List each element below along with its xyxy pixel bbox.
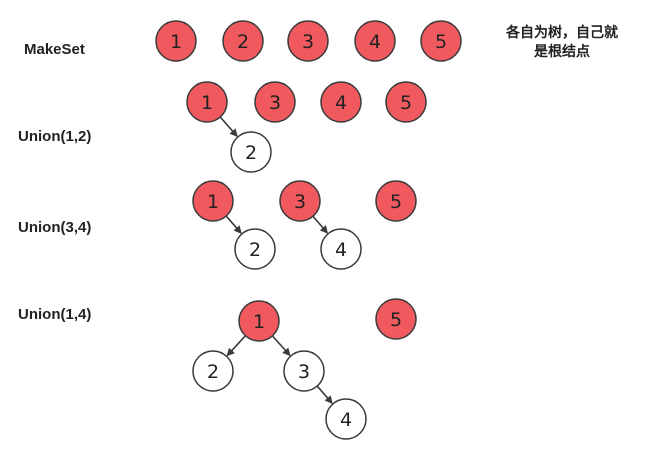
section-label-makeset: MakeSet <box>24 41 85 58</box>
edge-arrow-1-to-2 <box>226 335 247 357</box>
child-node-circle <box>192 350 234 392</box>
root-node-circle <box>222 20 264 62</box>
root-node-circle <box>287 20 329 62</box>
root-node-circle <box>354 20 396 62</box>
node-label: 4 <box>335 239 347 261</box>
nodes-layer: 1 2 3 4 5 1 3 4 5 2 1 3 5 2 4 1 5 2 3 4 <box>155 20 462 440</box>
root-node-circle <box>375 180 417 222</box>
root-node-circle <box>279 180 321 222</box>
tree-node-2: 2 <box>222 20 264 62</box>
edges-layer <box>219 116 333 404</box>
edge-arrow-3-to-4 <box>316 385 333 404</box>
node-label: 5 <box>390 309 402 331</box>
annotation-line-2: 是根结点 <box>534 43 590 60</box>
tree-node-5: 5 <box>375 298 417 340</box>
node-label: 3 <box>298 361 310 383</box>
tree-node-1: 1 <box>192 180 234 222</box>
node-label: 1 <box>207 191 219 213</box>
node-label: 1 <box>201 92 213 114</box>
section-label-union-1-4: Union(1,4) <box>18 306 91 323</box>
node-label: 2 <box>207 361 219 383</box>
node-label: 2 <box>245 142 257 164</box>
child-node-circle <box>230 131 272 173</box>
node-label: 4 <box>335 92 347 114</box>
section-label-union-1-2: Union(1,2) <box>18 128 91 145</box>
edge-arrow-1-to-2 <box>219 116 238 137</box>
edge-arrow-3-to-4 <box>312 215 329 234</box>
node-label: 3 <box>302 31 314 53</box>
root-node-circle <box>254 81 296 123</box>
tree-node-5: 5 <box>375 180 417 222</box>
node-label: 4 <box>369 31 381 53</box>
tree-node-1: 1 <box>186 81 228 123</box>
child-node-circle <box>320 228 362 270</box>
root-node-circle <box>375 298 417 340</box>
tree-node-3: 3 <box>283 350 325 392</box>
section-label-union-3-4: Union(3,4) <box>18 219 91 236</box>
tree-node-4: 4 <box>354 20 396 62</box>
node-label: 5 <box>390 191 402 213</box>
tree-node-4: 4 <box>320 228 362 270</box>
root-node-circle <box>320 81 362 123</box>
root-node-circle <box>192 180 234 222</box>
child-node-circle <box>234 228 276 270</box>
root-node-circle <box>385 81 427 123</box>
tree-node-3: 3 <box>254 81 296 123</box>
tree-node-2: 2 <box>230 131 272 173</box>
node-label: 5 <box>400 92 412 114</box>
child-node-circle <box>325 398 367 440</box>
root-node-circle <box>155 20 197 62</box>
node-label: 1 <box>253 311 265 333</box>
annotation-line-1: 各自为树，自己就 <box>505 24 618 41</box>
root-node-circle <box>420 20 462 62</box>
child-node-circle <box>283 350 325 392</box>
tree-node-4: 4 <box>325 398 367 440</box>
tree-node-1: 1 <box>155 20 197 62</box>
node-label: 3 <box>294 191 306 213</box>
tree-node-2: 2 <box>234 228 276 270</box>
node-label: 2 <box>237 31 249 53</box>
edge-arrow-1-to-2 <box>225 215 242 234</box>
root-node-circle <box>238 300 280 342</box>
node-label: 5 <box>435 31 447 53</box>
tree-node-5: 5 <box>420 20 462 62</box>
edge-arrow-1-to-3 <box>271 335 291 357</box>
tree-node-1: 1 <box>238 300 280 342</box>
node-label: 2 <box>249 239 261 261</box>
tree-node-3: 3 <box>279 180 321 222</box>
node-label: 1 <box>170 31 182 53</box>
tree-node-3: 3 <box>287 20 329 62</box>
node-label: 3 <box>269 92 281 114</box>
tree-node-5: 5 <box>385 81 427 123</box>
node-label: 4 <box>340 409 352 431</box>
tree-node-2: 2 <box>192 350 234 392</box>
tree-node-4: 4 <box>320 81 362 123</box>
root-node-circle <box>186 81 228 123</box>
